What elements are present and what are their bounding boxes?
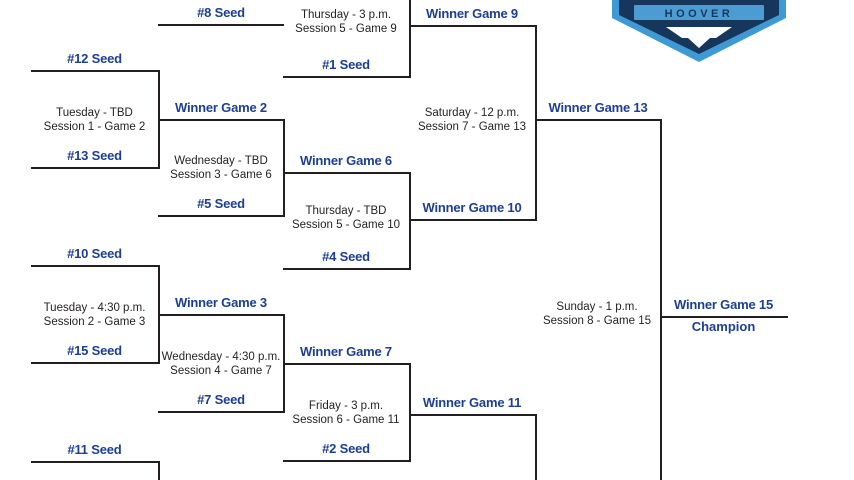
seed-label-13: #13 Seed [67, 148, 122, 163]
game-info-line2: Session 5 - Game 9 [295, 23, 397, 35]
bracket-line-game6-top [158, 119, 285, 121]
winner-label-game11: Winner Game 11 [422, 395, 522, 410]
winner-label-game7: Winner Game 7 [300, 344, 392, 359]
bracket-connector-game15 [660, 119, 662, 480]
winner-label-game3: Winner Game 3 [175, 295, 267, 310]
game-info-game6: Wednesday - TBD Session 3 - Game 6 [158, 154, 284, 182]
seed-label-4: #4 Seed [322, 249, 370, 264]
game-info-line2: Session 3 - Game 6 [170, 169, 272, 181]
bracket-line-game13-top [409, 25, 537, 27]
winner-label-game15: Winner Game 15 [674, 297, 773, 312]
game-info-game3: Tuesday - 4:30 p.m. Session 2 - Game 3 [31, 301, 158, 329]
game-info-line2: Session 8 - Game 15 [542, 315, 652, 327]
bracket-line-seed-8 [158, 24, 284, 26]
winner-label-game6: Winner Game 6 [300, 153, 392, 168]
winner-label-game10: Winner Game 10 [422, 200, 522, 215]
game-info-line1: Friday - 3 p.m. [308, 400, 384, 412]
game-info-line1: Wednesday - 4:30 p.m. [161, 351, 281, 363]
bracket-line-game11-top [283, 363, 411, 365]
bracket-connector-game14 [535, 414, 537, 480]
game-info-line2: Session 7 - Game 13 [417, 121, 527, 133]
tournament-hoover-logo: TOURNAMENT HOOVER [612, 0, 786, 62]
bracket-line-seed-11 [31, 461, 160, 463]
seed-label-10: #10 Seed [67, 246, 122, 261]
game-info-line2: Session 6 - Game 11 [292, 414, 400, 426]
game-info-game10: Thursday - TBD Session 5 - Game 10 [283, 204, 409, 232]
bracket-line-game11-bottom [283, 460, 411, 462]
bracket-line-game6-bottom [158, 215, 285, 217]
game-info-game15: Sunday - 1 p.m. Session 8 - Game 15 [534, 300, 660, 328]
bracket-connector-game9 [409, 0, 411, 78]
bracket-line-game2-bottom [31, 167, 160, 169]
seed-label-15: #15 Seed [67, 343, 122, 358]
seed-label-12: #12 Seed [67, 51, 122, 66]
game-info-line2: Session 1 - Game 2 [43, 121, 146, 133]
game-info-line1: Wednesday - TBD [174, 155, 268, 167]
bracket-line-game3-top [31, 265, 160, 267]
game-info-game9: Thursday - 3 p.m. Session 5 - Game 9 [283, 8, 409, 36]
game-info-game13: Saturday - 12 p.m. Session 7 - Game 13 [409, 106, 535, 134]
bracket-connector-game10 [409, 172, 411, 270]
game-info-line1: Saturday - 12 p.m. [424, 107, 520, 119]
logo-banner [632, 3, 766, 22]
game-info-line1: Tuesday - TBD [56, 107, 133, 119]
bracket-line-game14-top [409, 414, 537, 416]
bracket-line-champion [660, 316, 788, 318]
bracket-line-game7-bottom [158, 411, 285, 413]
bracket-connector-seed-11 [158, 461, 160, 480]
game-info-line1: Thursday - 3 p.m. [300, 9, 392, 21]
bracket-line-game10-bottom [283, 268, 411, 270]
seed-label-2: #2 Seed [322, 441, 370, 456]
seed-label-1: #1 Seed [322, 57, 370, 72]
seed-label-7: #7 Seed [197, 392, 245, 407]
seed-label-8: #8 Seed [197, 5, 245, 20]
bracket-connector-game11 [409, 363, 411, 462]
bracket-line-game7-top [158, 314, 285, 316]
bracket-connector-game13 [535, 25, 537, 221]
game-info-line2: Session 5 - Game 10 [291, 219, 401, 231]
game-info-line2: Session 4 - Game 7 [170, 365, 272, 377]
game-info-line1: Sunday - 1 p.m. [556, 301, 638, 313]
winner-label-game13: Winner Game 13 [548, 100, 648, 115]
bracket-line-game2-top [31, 70, 160, 72]
game-info-game7: Wednesday - 4:30 p.m. Session 4 - Game 7 [156, 350, 286, 378]
bracket-line-game15-top [535, 119, 662, 121]
winner-label-game9: Winner Game 9 [426, 6, 518, 21]
bracket-line-game9-bottom [283, 76, 411, 78]
bracket-line-game3-bottom [31, 362, 160, 364]
game-info-game11: Friday - 3 p.m. Session 6 - Game 11 [283, 399, 409, 427]
logo-banner-text: HOOVER [665, 8, 734, 20]
game-info-line2: Session 2 - Game 3 [43, 316, 146, 328]
logo-chevron [666, 27, 732, 48]
winner-label-game2: Winner Game 2 [175, 100, 267, 115]
seed-label-11: #11 Seed [67, 442, 122, 457]
bracket-connector-game6 [283, 119, 285, 217]
champion-label: Champion [691, 319, 756, 334]
game-info-game2: Tuesday - TBD Session 1 - Game 2 [31, 106, 158, 134]
seed-label-5: #5 Seed [197, 196, 245, 211]
game-info-line1: Tuesday - 4:30 p.m. [43, 302, 146, 314]
bracket-line-game10-top [283, 172, 411, 174]
game-info-line1: Thursday - TBD [305, 205, 387, 217]
bracket-line-game13-bottom [409, 219, 537, 221]
